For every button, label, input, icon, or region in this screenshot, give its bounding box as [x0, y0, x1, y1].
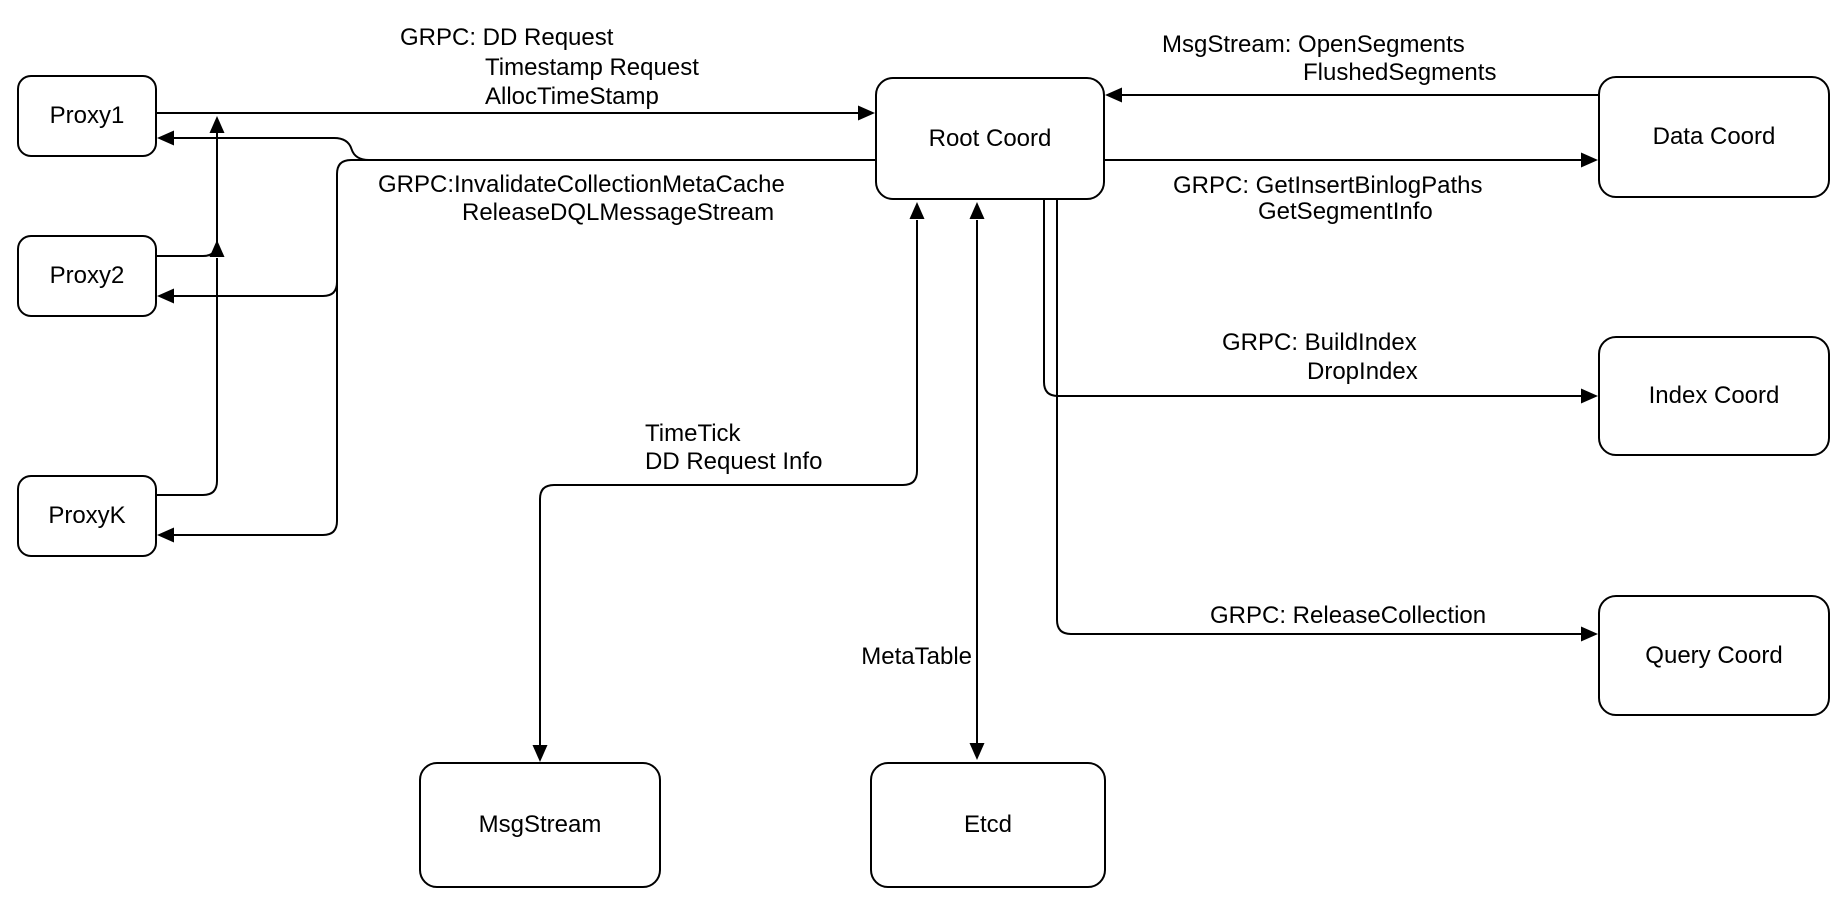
edge-rootcoord-msgstream-timetick: [539, 220, 918, 746]
edge-label-open-segments-line2: FlushedSegments: [1303, 59, 1497, 86]
edge-label-timetick-line2: DD Request Info: [645, 448, 823, 475]
node-data-coord-label: Data Coord: [1652, 123, 1776, 150]
arrowhead-into-datacoord: [1581, 152, 1598, 168]
node-index-coord: Index Coord: [1598, 336, 1830, 456]
node-root-coord: Root Coord: [875, 77, 1105, 200]
arrowhead-into-msgstream: [532, 745, 548, 762]
edge-label-invalidate-line1: GRPC:InvalidateCollectionMetaCache: [378, 171, 785, 198]
edge-label-binlog-line2: GetSegmentInfo: [1258, 198, 1433, 225]
edge-label-invalidate-line2: ReleaseDQLMessageStream: [462, 199, 775, 226]
node-proxy2: Proxy2: [17, 235, 157, 317]
edge-label-dd-request-line3: AllocTimeStamp: [485, 83, 659, 110]
edge-label-release-collection: GRPC: ReleaseCollection: [1210, 602, 1487, 629]
arrowhead-into-proxy1: [157, 130, 174, 146]
node-index-coord-label: Index Coord: [1648, 382, 1780, 409]
edge-proxy2-merge-up: [157, 132, 218, 257]
node-proxy1: Proxy1: [17, 75, 157, 157]
edge-label-timetick-line1: TimeTick: [645, 420, 741, 447]
arrowhead-into-querycoord: [1581, 626, 1598, 642]
node-msgstream: MsgStream: [419, 762, 661, 888]
node-etcd-label: Etcd: [963, 811, 1013, 838]
node-proxy2-label: Proxy2: [49, 262, 125, 289]
node-proxyk-label: ProxyK: [48, 502, 126, 529]
node-query-coord-label: Query Coord: [1645, 641, 1783, 669]
edge-label-dd-request-line2: Timestamp Request: [485, 54, 699, 81]
node-root-coord-label: Root Coord: [928, 124, 1052, 152]
edge-rootcoord-to-proxyk: [173, 174, 338, 536]
arrowhead-into-rootcoord-right: [1105, 87, 1122, 103]
edge-proxyk-merge-up: [157, 258, 218, 496]
edge-label-binlog-line1: GRPC: GetInsertBinlogPaths: [1173, 172, 1483, 199]
arrowhead-into-proxyk: [157, 527, 174, 543]
node-proxy1-label: Proxy1: [49, 102, 125, 129]
arrowhead-metatable-up: [969, 202, 985, 219]
arrowhead-into-etcd: [969, 743, 985, 760]
arrowhead-into-proxy2: [157, 288, 174, 304]
edge-rootcoord-to-proxy1: [173, 137, 875, 161]
arrowhead-merge-top: [209, 116, 225, 133]
arrowhead-into-rootcoord-left: [858, 105, 875, 121]
node-msgstream-label: MsgStream: [478, 811, 602, 838]
edge-label-metatable: MetaTable: [861, 643, 972, 670]
arrowheads: [157, 87, 1598, 762]
edge-label-open-segments-line1: MsgStream: OpenSegments: [1162, 31, 1465, 58]
node-etcd: Etcd: [870, 762, 1106, 888]
node-data-coord: Data Coord: [1598, 76, 1830, 198]
edge-rootcoord-to-querycoord: [1056, 200, 1582, 635]
edge-label-build-index-line2: DropIndex: [1307, 358, 1418, 385]
edge-label-dd-request-line1: GRPC: DD Request: [400, 24, 614, 51]
arrowhead-into-indexcoord: [1581, 388, 1598, 404]
arrowhead-merge-mid: [209, 240, 225, 257]
edge-label-build-index-line1: GRPC: BuildIndex: [1222, 329, 1417, 356]
arrowhead-timetick-up: [909, 202, 925, 219]
node-proxyk: ProxyK: [17, 475, 157, 557]
node-query-coord: Query Coord: [1598, 595, 1830, 716]
